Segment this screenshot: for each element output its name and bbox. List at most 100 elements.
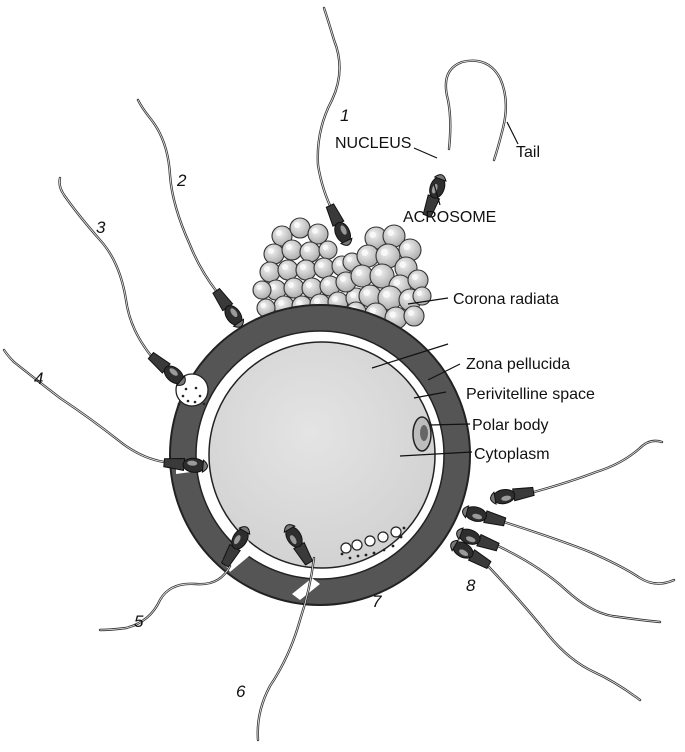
sperm-stage-3-midpiece bbox=[147, 351, 171, 374]
zona-breach-6 bbox=[292, 578, 320, 600]
sperm-stage-2 bbox=[136, 98, 244, 328]
label-tail: Tail bbox=[516, 144, 540, 161]
granule-dots bbox=[340, 526, 406, 560]
corona-cell bbox=[283, 277, 305, 299]
sperm-stage-2-midpiece bbox=[212, 287, 234, 312]
corona-cell-highlight bbox=[294, 222, 300, 228]
corona-cell-highlight bbox=[340, 276, 346, 282]
corona-cell-highlight bbox=[363, 289, 371, 297]
sperm-stage-4 bbox=[2, 348, 208, 473]
corona-cell-highlight bbox=[318, 262, 324, 268]
corona-cell-highlight bbox=[264, 266, 270, 272]
polar-body-nucleus bbox=[420, 425, 428, 441]
sperm-stage-8b bbox=[462, 505, 676, 585]
leader-lines bbox=[371, 121, 519, 457]
sperm-stage-8a-head-group bbox=[490, 486, 535, 505]
sperm-reference bbox=[422, 59, 508, 218]
sperm-stage-2-acrosome bbox=[232, 318, 244, 328]
sperm-stage-3-tail bbox=[58, 176, 154, 359]
corona-cell bbox=[313, 257, 335, 279]
label-acrosome: ACROSOME bbox=[403, 209, 496, 226]
corona-cell-highlight bbox=[306, 282, 312, 288]
stage-number-7: 7 bbox=[372, 592, 382, 611]
sperm-stage-1-acrosome bbox=[339, 237, 353, 246]
sperm-reference-midpiece bbox=[422, 194, 441, 218]
sperm-stage-8a-head-highlight bbox=[501, 495, 512, 501]
sperm-stage-3-head-highlight bbox=[169, 368, 178, 376]
label-polar-body: Polar body bbox=[472, 417, 549, 434]
sperm-stage-5 bbox=[98, 526, 251, 632]
corona-cell-highlight bbox=[336, 260, 342, 266]
corona-cell-highlight bbox=[276, 230, 282, 236]
sperm-stage-4-tail bbox=[2, 348, 166, 464]
corona-cell-highlight bbox=[389, 311, 397, 319]
sperm-stage-8a-tail bbox=[532, 439, 664, 494]
corona-cell-highlight bbox=[312, 228, 318, 234]
stage-number-2: 2 bbox=[176, 171, 187, 190]
corona-cell-highlight bbox=[296, 300, 302, 306]
corona-cell-highlight bbox=[416, 290, 422, 296]
corona-cell-highlight bbox=[256, 284, 262, 290]
corona-cell-highlight bbox=[324, 280, 330, 286]
corona-cell bbox=[318, 240, 338, 260]
label-nucleus: NUCLEUS bbox=[335, 135, 411, 152]
corona-cell bbox=[277, 259, 299, 281]
cytoplasm bbox=[208, 341, 436, 569]
corona-cell-highlight bbox=[369, 231, 377, 238]
leader-zona bbox=[371, 343, 449, 369]
sperm-stage-3-acrosome bbox=[175, 375, 186, 386]
corona-cell-highlight bbox=[350, 292, 356, 298]
sperm-stage-8c-head-highlight bbox=[465, 536, 476, 543]
corona-cell-highlight bbox=[374, 268, 382, 276]
leader-acrosome bbox=[433, 183, 441, 206]
sperm-reference-tail-core bbox=[445, 60, 507, 161]
sperm-stage-5-tail-core bbox=[99, 565, 231, 631]
sperm-stage-8c-acrosome bbox=[456, 527, 464, 541]
corona-cell bbox=[263, 243, 285, 265]
sperm-stage-4-midpiece bbox=[163, 457, 186, 472]
corona-cell-highlight bbox=[355, 269, 363, 277]
sperm-reference-acrosome bbox=[433, 174, 447, 182]
sperm-stage-2-head-group bbox=[212, 287, 244, 328]
sperm-stage-8d-head-highlight bbox=[459, 549, 469, 557]
corona-cell-highlight bbox=[412, 274, 418, 280]
sperm-stage-6-head-highlight bbox=[289, 535, 297, 545]
corona-cell bbox=[403, 305, 425, 327]
leader-polar bbox=[429, 423, 471, 426]
corona-cell-highlight bbox=[314, 298, 320, 304]
corona-cell bbox=[259, 261, 281, 283]
corona-cell-highlight bbox=[346, 256, 352, 262]
sperm-stage-8d-tail bbox=[486, 564, 642, 702]
corona-cell-highlight bbox=[322, 244, 328, 250]
sperm-stage-8d-tail-core bbox=[487, 565, 641, 701]
corona-cell-highlight bbox=[387, 229, 395, 236]
sperm-reference-tail bbox=[444, 59, 508, 162]
sperm-stage-3-head-group bbox=[147, 351, 186, 386]
sperm-stage-8b-tail bbox=[502, 520, 676, 585]
sperm-stage-4-head-group bbox=[163, 457, 208, 473]
sperm-stage-2-tail bbox=[136, 98, 219, 294]
label-perivitelline-space: Perivitelline space bbox=[466, 386, 595, 403]
corona-cell-highlight bbox=[260, 302, 266, 308]
sperm-stage-4-head-highlight bbox=[187, 460, 198, 466]
sperm-stage-6-head-group bbox=[283, 524, 314, 566]
corona-cell-highlight bbox=[403, 243, 411, 250]
stage-number-1: 1 bbox=[340, 106, 349, 125]
sperm-stage-5-acrosome bbox=[238, 526, 251, 536]
corona-cell-highlight bbox=[382, 290, 390, 298]
sperm-stage-8d bbox=[450, 539, 642, 702]
sperm-stage-2-head-highlight bbox=[230, 308, 238, 318]
sperm-stage-6-acrosome bbox=[283, 524, 296, 534]
sperm-stage-8c-tail-core bbox=[497, 545, 661, 623]
sperm-stage-1-head-group bbox=[325, 203, 353, 246]
sperm-cells bbox=[2, 6, 676, 742]
sperm-stage-4-acrosome bbox=[201, 459, 208, 473]
sperm-stage-5-midpiece bbox=[220, 543, 241, 568]
sperm-stage-8d-acrosome bbox=[450, 539, 460, 552]
label-cytoplasm: Cytoplasm bbox=[474, 446, 550, 463]
corona-cell-highlight bbox=[282, 264, 288, 270]
sperm-stage-8c-midpiece bbox=[476, 533, 500, 552]
leader-perivitelline bbox=[413, 391, 447, 399]
leader-zona-2 bbox=[427, 363, 461, 381]
